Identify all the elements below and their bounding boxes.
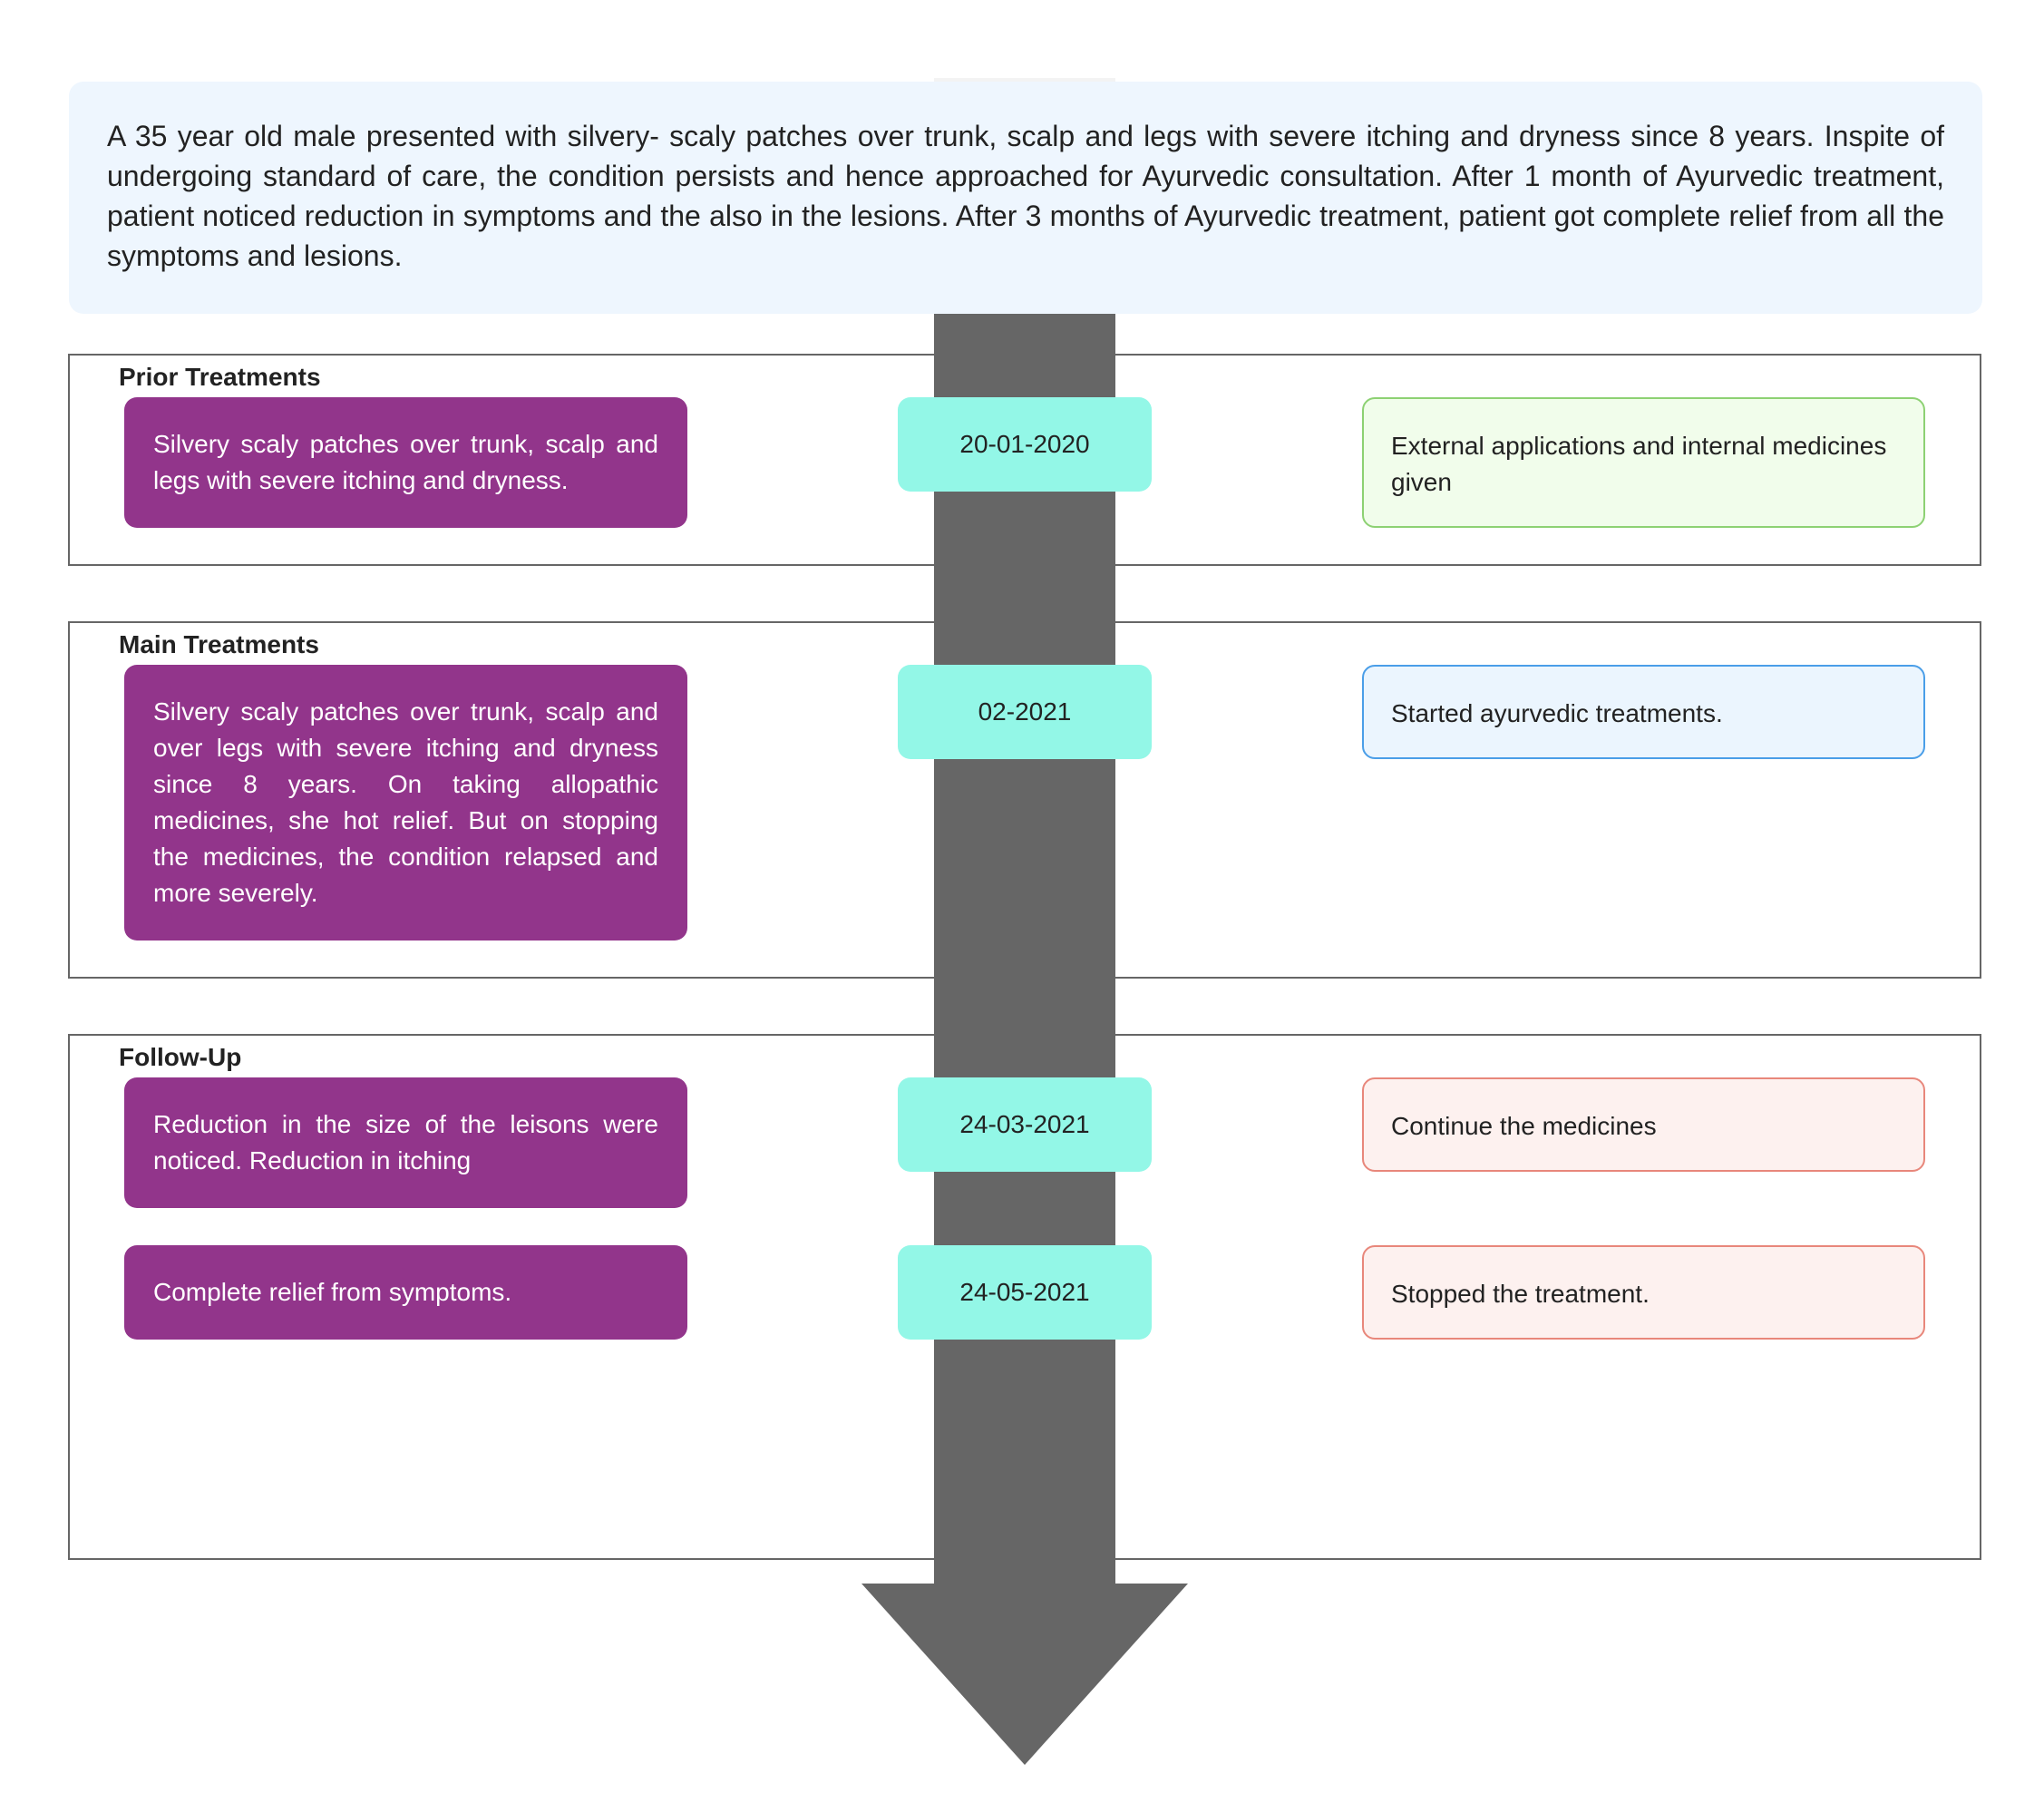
finding-card: Complete relief from symptoms. (124, 1245, 687, 1340)
timeline-arrow-shaft (934, 314, 1115, 1585)
timeline-arrow-top (934, 78, 1115, 83)
finding-card: Silvery scaly patches over trunk, scalp … (124, 665, 687, 940)
action-card: Stopped the treatment. (1362, 1245, 1925, 1340)
case-summary: A 35 year old male presented with silver… (69, 82, 1982, 314)
section-title: Follow-Up (119, 1043, 242, 1071)
date-card: 24-05-2021 (898, 1245, 1152, 1340)
date-card: 24-03-2021 (898, 1077, 1152, 1172)
section-main-treatments: Main Treatments (68, 621, 1981, 979)
action-card: External applications and internal medic… (1362, 397, 1925, 528)
finding-card: Silvery scaly patches over trunk, scalp … (124, 397, 687, 528)
action-card: Continue the medicines (1362, 1077, 1925, 1172)
section-prior-treatments: Prior Treatments (68, 354, 1981, 566)
date-card: 02-2021 (898, 665, 1152, 759)
action-card: Started ayurvedic treatments. (1362, 665, 1925, 759)
section-title: Main Treatments (119, 630, 319, 658)
finding-card: Reduction in the size of the leisons wer… (124, 1077, 687, 1208)
section-title: Prior Treatments (119, 363, 321, 391)
date-card: 20-01-2020 (898, 397, 1152, 492)
timeline-arrow-head (861, 1584, 1188, 1765)
section-follow-up: Follow-Up (68, 1034, 1981, 1560)
